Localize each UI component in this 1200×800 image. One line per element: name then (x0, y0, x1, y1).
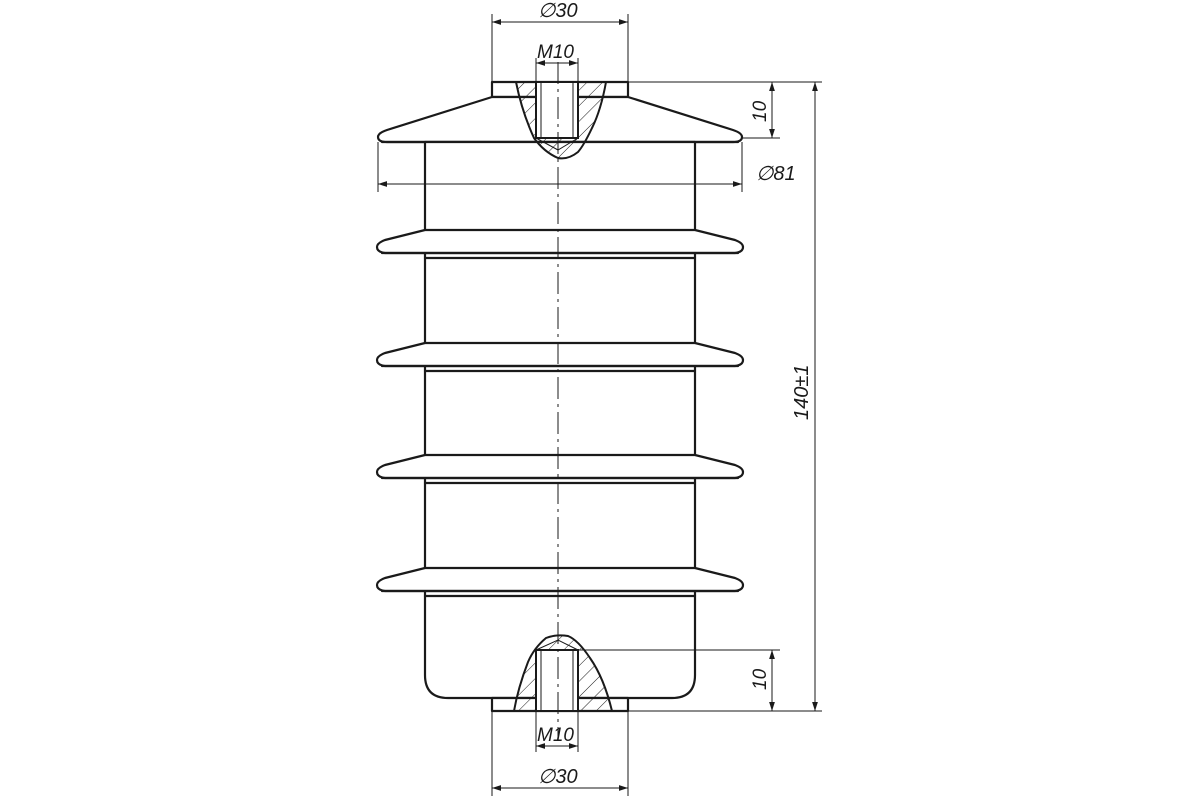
shed-1 (375, 228, 745, 260)
dim-top-diameter: ∅30 (491, 0, 629, 82)
dim-bottom-thread-depth-label: 10 (750, 668, 771, 690)
dim-shed-diameter: ∅81 (377, 142, 796, 192)
dim-bottom-thread: M10 (535, 711, 579, 752)
dim-bottom-thread-depth: 10 (578, 649, 780, 711)
bottom-thread-bore (535, 649, 579, 712)
insulator-body (375, 80, 745, 713)
dim-top-thread-depth: 10 (628, 81, 822, 139)
top-insert-section (514, 81, 608, 160)
dim-overall-height-label: 140±1 (791, 365, 813, 420)
dim-top-thread-label: M10 (537, 42, 574, 63)
dim-bottom-diameter-label: ∅30 (538, 766, 578, 788)
dim-overall-height: 140±1 (628, 82, 822, 712)
dim-shed-diameter-label: ∅81 (756, 163, 796, 185)
shed-4 (375, 566, 745, 598)
dim-top-thread: M10 (535, 42, 579, 82)
dim-top-thread-depth-label: 10 (750, 100, 771, 122)
top-thread-bore (535, 81, 579, 139)
shed-3 (375, 453, 745, 485)
dim-top-diameter-label: ∅30 (538, 0, 578, 22)
shed-2 (375, 341, 745, 373)
dim-bottom-diameter: ∅30 (491, 711, 629, 796)
core-cylinder (423, 140, 697, 700)
dim-bottom-thread-label: M10 (537, 725, 574, 746)
